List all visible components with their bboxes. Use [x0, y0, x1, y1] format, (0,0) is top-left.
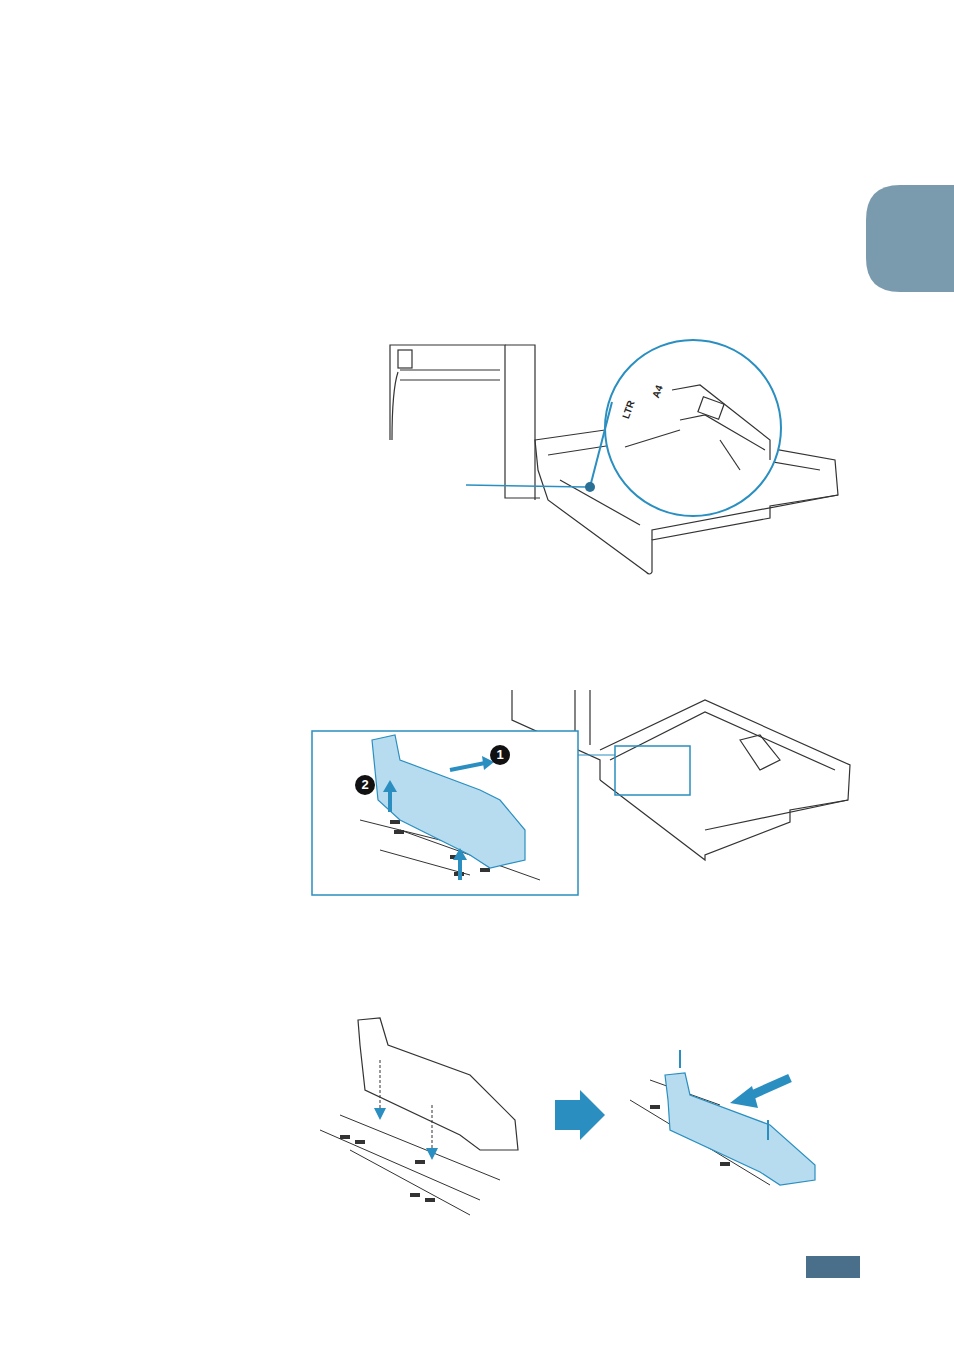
- inset-box: [312, 731, 578, 895]
- page-number-box: [806, 1256, 860, 1278]
- leader-line: [466, 485, 586, 487]
- callout-number: 1: [490, 745, 510, 765]
- magnifier: [605, 340, 781, 516]
- step-arrow: [555, 1090, 605, 1140]
- guide-part: [358, 1018, 518, 1150]
- chapter-tab: [866, 185, 954, 292]
- callout-number: 2: [355, 775, 375, 795]
